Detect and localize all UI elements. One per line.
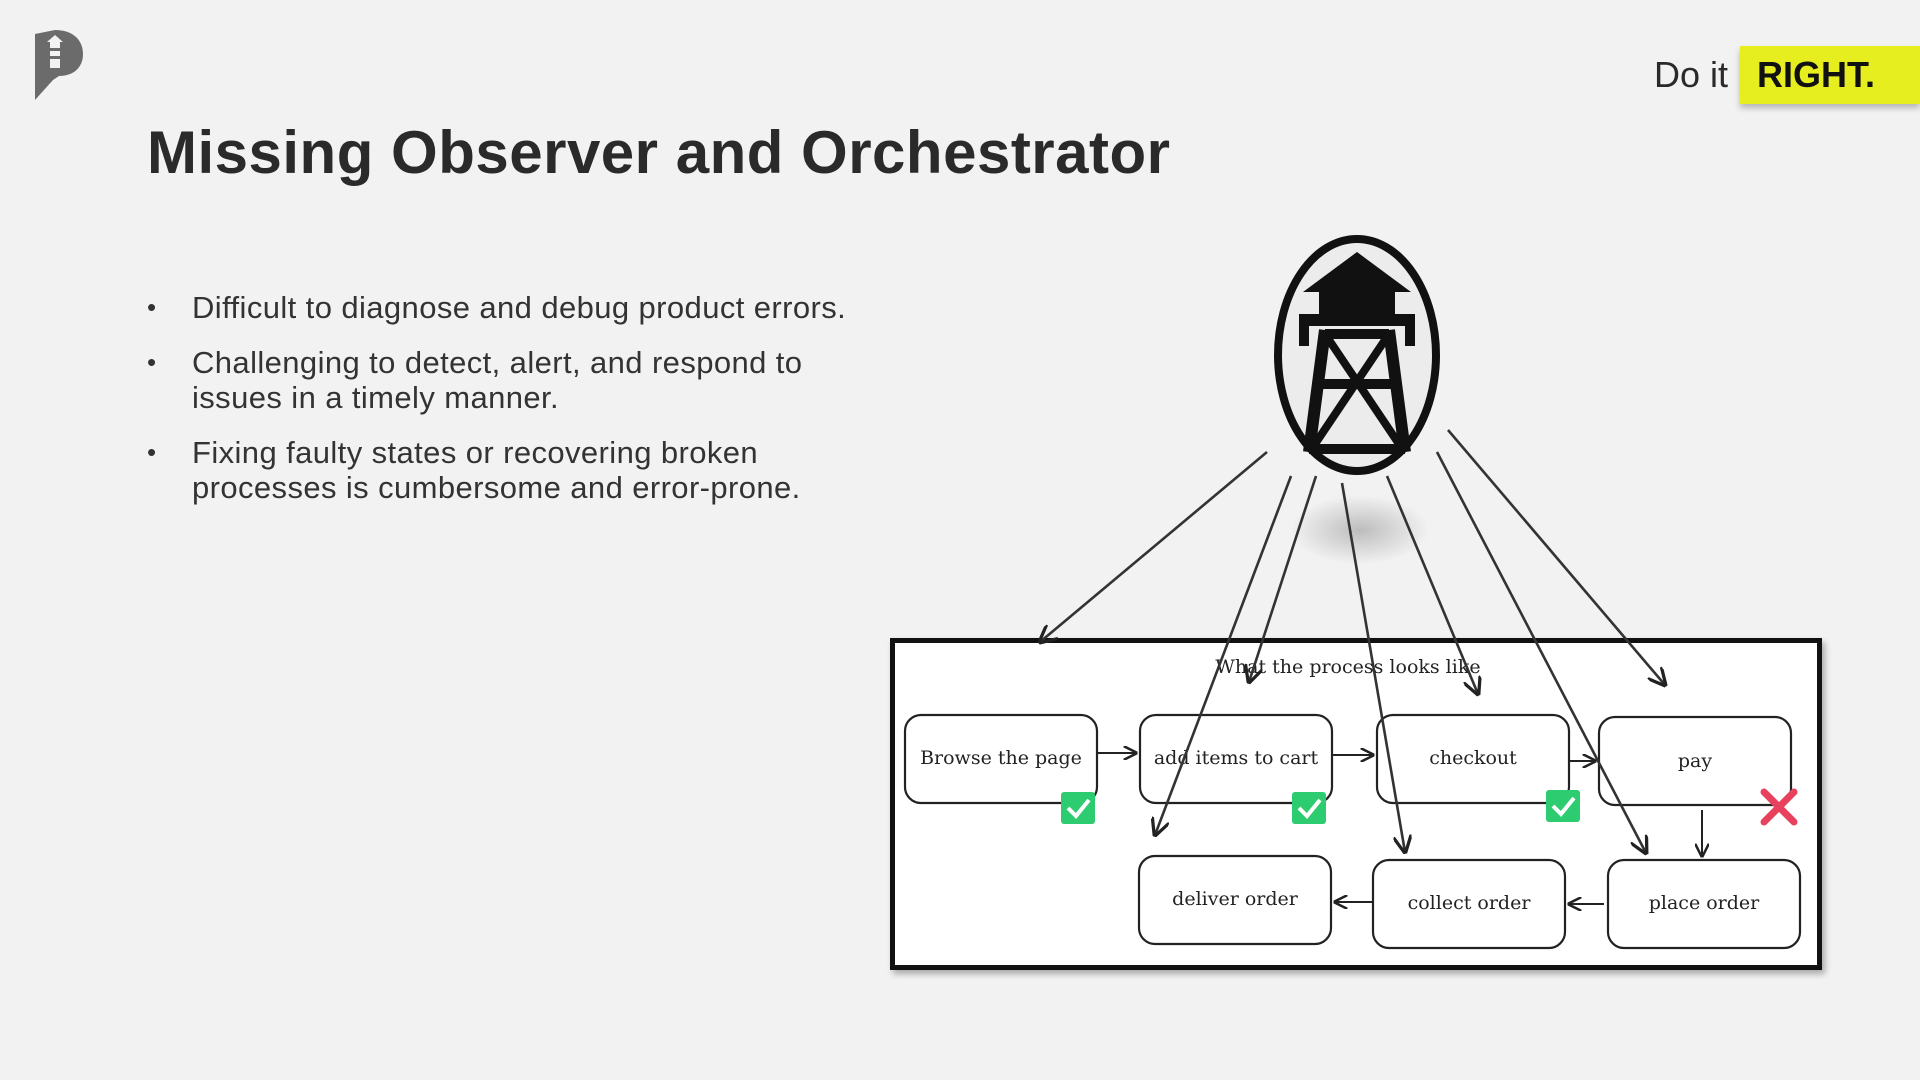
- lighthouse-logo-icon: [35, 30, 83, 100]
- bullet-item: Fixing faulty states or recovering broke…: [147, 435, 867, 505]
- slogan: Do it RIGHT.: [1654, 46, 1920, 104]
- bullet-list: Difficult to diagnose and debug product …: [147, 290, 867, 525]
- slide-title: Missing Observer and Orchestrator: [147, 119, 1171, 186]
- slogan-highlight: RIGHT.: [1739, 46, 1920, 104]
- process-panel: [890, 638, 1822, 970]
- observer-shadow: [1290, 495, 1430, 565]
- observer-arrow: [1040, 451, 1268, 642]
- watchtower-icon: [1274, 235, 1440, 475]
- bullet-item: Challenging to detect, alert, and respon…: [147, 345, 867, 415]
- bullet-item: Difficult to diagnose and debug product …: [147, 290, 867, 325]
- slogan-prefix: Do it: [1653, 54, 1728, 95]
